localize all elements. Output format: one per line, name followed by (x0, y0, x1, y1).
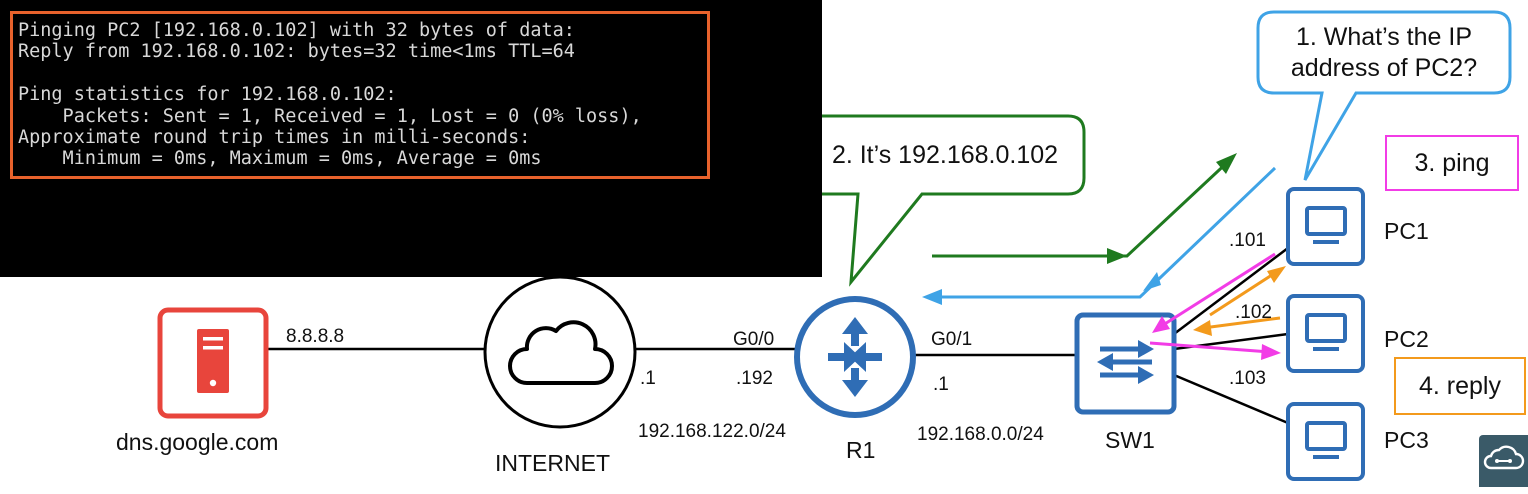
pc2-icon (1286, 294, 1365, 373)
question-line-2: address of PC2? (1290, 54, 1478, 82)
cloud-circuit-icon (1483, 445, 1525, 470)
answer-callout-text: 2. It’s 192.168.0.102 (831, 141, 1059, 169)
r1-g00-label: G0/0 (733, 329, 775, 350)
pc1-label: PC1 (1384, 218, 1429, 244)
internet-cloud-icon (483, 275, 637, 429)
question-line-1: 1. What’s the IP (1295, 23, 1472, 51)
switch-icon (1074, 312, 1177, 415)
cable-sw1-pc3 (1173, 373, 1289, 425)
ping-step-label: 3. ping (1385, 135, 1519, 191)
terminal-line: Minimum = 0ms, Maximum = 0ms, Average = … (18, 148, 542, 170)
pc3-ip-label: .103 (1229, 368, 1266, 389)
r1-label: R1 (846, 437, 876, 463)
r1-g00-ip: .192 (736, 368, 773, 389)
terminal-line: Approximate round trip times in milli-se… (18, 126, 531, 148)
cable-sw1-pc1 (1173, 247, 1289, 335)
dns-server-icon (157, 307, 269, 419)
pc3-icon (1286, 402, 1365, 481)
pc1-ip-label: .101 (1229, 230, 1266, 251)
terminal-line (18, 63, 707, 84)
pc2-label: PC2 (1384, 326, 1429, 352)
pc2-ip-label: .102 (1235, 302, 1272, 323)
question-callout-text: 1. What’s the IP address of PC2? (1262, 22, 1506, 84)
terminal-line: Packets: Sent = 1, Received = 1, Lost = … (18, 105, 642, 127)
reply-step-label: 4. reply (1394, 357, 1526, 415)
dns-label: dns.google.com (116, 429, 279, 455)
r1-g01-label: G0/1 (931, 329, 973, 350)
cloud-logo-badge (1479, 435, 1528, 487)
terminal-line: Ping statistics for 192.168.0.102: (18, 84, 397, 106)
question-arrow (922, 166, 1277, 305)
internet-interface-ip: .1 (640, 368, 656, 389)
internet-label: INTERNET (495, 450, 610, 476)
terminal-line: Pinging PC2 [192.168.0.102] with 32 byte… (18, 20, 575, 41)
question-speech-bubble (1256, 10, 1512, 181)
ping-arrow (1149, 252, 1281, 360)
pc1-icon (1286, 187, 1365, 266)
dns-ip-label: 8.8.8.8 (286, 326, 345, 347)
right-network-label: 192.168.0.0/24 (917, 424, 1044, 445)
ping-terminal: Pinging PC2 [192.168.0.102] with 32 byte… (0, 0, 822, 277)
answer-arrow (932, 153, 1237, 264)
sw1-label: SW1 (1105, 427, 1155, 453)
terminal-line: Reply from 192.168.0.102: bytes=32 time<… (18, 41, 575, 63)
pc3-label: PC3 (1384, 427, 1429, 453)
ping-output-box: Pinging PC2 [192.168.0.102] with 32 byte… (10, 11, 710, 179)
left-network-label: 192.168.12​2.0/24 (638, 421, 786, 442)
reply-arrow (1193, 266, 1286, 336)
r1-g01-ip: .1 (933, 374, 949, 395)
router-icon (794, 296, 916, 418)
